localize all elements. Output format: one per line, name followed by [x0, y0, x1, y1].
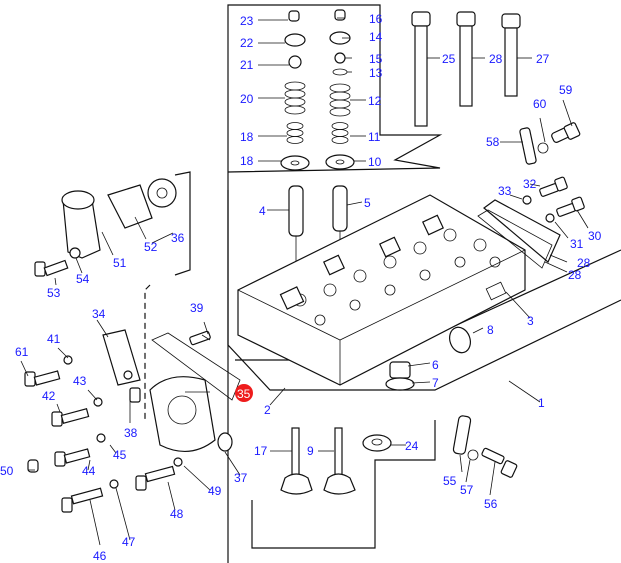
head-bolts — [411, 11, 521, 127]
leader-lines — [20, 17, 589, 546]
label-22[interactable]: 22 — [240, 36, 254, 50]
left-bolts — [24, 355, 183, 513]
label-60[interactable]: 60 — [533, 97, 547, 111]
label-17[interactable]: 17 — [254, 444, 268, 458]
label-15[interactable]: 15 — [369, 52, 383, 66]
label-28b[interactable]: 28 — [577, 256, 591, 270]
valve-cotter-23 — [288, 10, 300, 22]
label-4[interactable]: 4 — [259, 204, 266, 218]
label-3[interactable]: 3 — [527, 314, 534, 328]
label-37[interactable]: 37 — [234, 471, 248, 485]
water-outlet-frame — [144, 171, 191, 420]
label-5[interactable]: 5 — [364, 196, 371, 210]
label-18a[interactable]: 18 — [240, 130, 254, 144]
valves — [280, 427, 392, 495]
label-38[interactable]: 38 — [124, 426, 138, 440]
label-8[interactable]: 8 — [487, 323, 494, 337]
label-23[interactable]: 23 — [240, 14, 254, 28]
label-21[interactable]: 21 — [240, 58, 254, 72]
label-16[interactable]: 16 — [369, 12, 383, 26]
label-47[interactable]: 47 — [122, 535, 136, 549]
label-49[interactable]: 49 — [208, 484, 222, 498]
lifting-eye-parts — [519, 122, 581, 165]
label-50[interactable]: 50 — [0, 464, 14, 478]
o-ring-13 — [332, 68, 348, 76]
water-pump-housing — [102, 329, 241, 452]
side-gaskets — [477, 199, 561, 269]
label-20[interactable]: 20 — [240, 92, 254, 106]
label-59[interactable]: 59 — [559, 83, 573, 97]
label-44[interactable]: 44 — [82, 464, 96, 478]
label-48[interactable]: 48 — [170, 507, 184, 521]
valve-guide-5 — [332, 185, 348, 232]
valve-parts-left — [280, 10, 310, 300]
plugs-and-seals — [385, 326, 471, 391]
label-35[interactable]: 35 — [237, 387, 251, 401]
label-56[interactable]: 56 — [484, 497, 498, 511]
label-14[interactable]: 14 — [369, 30, 383, 44]
label-2[interactable]: 2 — [264, 403, 271, 417]
valve-seal-21 — [288, 55, 302, 69]
label-11[interactable]: 11 — [368, 130, 381, 144]
label-42[interactable]: 42 — [42, 389, 56, 403]
label-58[interactable]: 58 — [486, 135, 500, 149]
rear-lifting-bracket — [452, 415, 518, 478]
label-1[interactable]: 1 — [538, 396, 545, 410]
label-61[interactable]: 61 — [15, 345, 29, 359]
label-43[interactable]: 43 — [73, 374, 87, 388]
label-45[interactable]: 45 — [113, 448, 127, 462]
spring-seat-18 — [280, 155, 310, 171]
valve-guide-4 — [288, 185, 304, 237]
label-25[interactable]: 25 — [442, 52, 456, 66]
label-13[interactable]: 13 — [369, 66, 383, 80]
label-6[interactable]: 6 — [432, 358, 439, 372]
label-28c[interactable]: 28 — [568, 268, 582, 282]
label-31[interactable]: 31 — [570, 237, 584, 251]
label-36[interactable]: 36 — [171, 231, 185, 245]
side-cover-bolts — [522, 176, 585, 223]
label-55[interactable]: 55 — [443, 474, 457, 488]
inner-spring-18 — [286, 122, 304, 144]
label-54[interactable]: 54 — [76, 272, 90, 286]
label-30[interactable]: 30 — [588, 229, 602, 243]
label-33[interactable]: 33 — [498, 184, 512, 198]
label-41[interactable]: 41 — [47, 332, 61, 346]
label-9[interactable]: 9 — [307, 444, 314, 458]
label-51[interactable]: 51 — [113, 256, 127, 270]
label-39[interactable]: 39 — [190, 301, 204, 315]
spring-seat-10 — [325, 154, 355, 170]
part-labels: 1 2 3 4 5 6 7 8 9 10 11 12 13 14 15 16 1… — [0, 12, 602, 563]
label-46[interactable]: 46 — [93, 549, 107, 563]
valve-cotter-16 — [334, 9, 346, 21]
label-57[interactable]: 57 — [460, 483, 474, 497]
valve-seal-15 — [334, 52, 346, 64]
label-32[interactable]: 32 — [523, 177, 537, 191]
thermostat-housing — [34, 178, 177, 277]
label-24[interactable]: 24 — [405, 439, 419, 453]
cylinder-head — [237, 194, 526, 386]
outer-spring-12 — [329, 83, 351, 117]
label-52[interactable]: 52 — [144, 240, 158, 254]
label-12[interactable]: 12 — [368, 94, 382, 108]
highlight-circle-35[interactable] — [235, 384, 253, 402]
outer-spring-20 — [284, 81, 306, 115]
label-53[interactable]: 53 — [47, 286, 61, 300]
spring-retainer-22 — [284, 33, 306, 47]
label-10[interactable]: 10 — [368, 155, 382, 169]
label-34[interactable]: 34 — [92, 307, 106, 321]
label-7[interactable]: 7 — [432, 376, 439, 390]
label-27[interactable]: 27 — [536, 52, 550, 66]
label-28a[interactable]: 28 — [489, 52, 503, 66]
inner-spring-11 — [331, 122, 349, 144]
label-18b[interactable]: 18 — [240, 154, 254, 168]
